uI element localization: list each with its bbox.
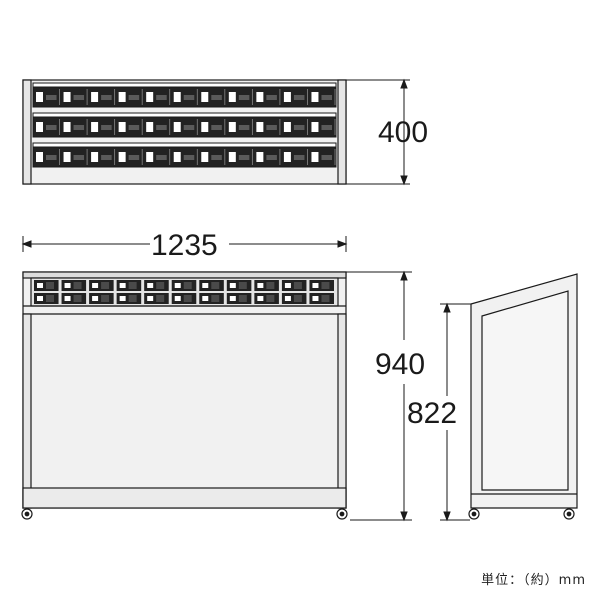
top-view-slot xyxy=(228,119,253,135)
top-view-slot xyxy=(36,89,60,105)
top-view-slot xyxy=(228,149,253,165)
top-view-slot xyxy=(173,119,198,135)
front-view-slot xyxy=(171,293,197,304)
front-view-slot xyxy=(171,280,197,291)
top-view-slot xyxy=(118,149,143,165)
top-view-slot xyxy=(201,149,226,165)
top-view-slot xyxy=(256,149,281,165)
top-view-slot xyxy=(311,119,336,135)
front-view-slot xyxy=(199,280,224,291)
top-view-slot xyxy=(283,119,308,135)
front-view-casters xyxy=(21,508,348,520)
top-view-right-end-panel xyxy=(337,79,347,185)
side-view-casters xyxy=(468,508,575,520)
front-height-dimension-label: 822 xyxy=(407,397,457,430)
top-view-slot xyxy=(63,149,88,165)
top-view-slot xyxy=(91,149,116,165)
front-view xyxy=(22,271,347,509)
width-dimension xyxy=(21,236,348,252)
front-view-slot xyxy=(144,293,169,304)
total-height-dimension xyxy=(346,270,412,522)
front-view-slot xyxy=(281,293,307,304)
front-view-slot xyxy=(199,293,224,304)
front-view-slot xyxy=(309,280,334,291)
top-view-slot xyxy=(146,119,171,135)
top-view-slot xyxy=(173,89,198,105)
top-view-slot xyxy=(91,89,116,105)
top-view-slot xyxy=(36,149,60,165)
top-view xyxy=(22,79,347,185)
front-view-slot xyxy=(34,293,59,304)
top-view-slot xyxy=(201,89,226,105)
front-view-slot xyxy=(281,280,307,291)
side-view-inner-panel xyxy=(481,290,569,491)
top-view-slot xyxy=(118,119,143,135)
front-view-left-leg xyxy=(22,313,32,509)
top-view-slot xyxy=(283,89,308,105)
front-view-slot xyxy=(226,293,252,304)
top-view-slot xyxy=(146,149,171,165)
width-dimension-label: 1235 xyxy=(151,229,218,262)
top-view-slot xyxy=(256,119,281,135)
front-view-top-rail xyxy=(22,271,347,279)
front-view-slot xyxy=(61,280,87,291)
front-view-slot xyxy=(254,293,279,304)
depth-dimension xyxy=(346,78,410,186)
top-view-slot-row xyxy=(32,82,337,108)
front-view-slot xyxy=(226,280,252,291)
top-view-slot xyxy=(283,149,308,165)
top-view-slot-rows xyxy=(32,82,337,168)
front-view-right-leg xyxy=(337,313,347,509)
top-view-slot xyxy=(36,119,60,135)
front-view-slot xyxy=(34,280,59,291)
total-height-dimension-label: 940 xyxy=(375,348,425,381)
front-view-outer-frame xyxy=(22,271,347,509)
front-view-slot xyxy=(144,280,169,291)
top-view-slot xyxy=(146,89,171,105)
front-view-slot xyxy=(309,293,334,304)
front-view-slot xyxy=(89,293,114,304)
top-view-slot xyxy=(63,119,88,135)
front-view-slot xyxy=(89,280,114,291)
unit-label: 単位：（約）mm xyxy=(481,573,586,588)
front-view-slot xyxy=(116,293,142,304)
top-view-slot xyxy=(91,119,116,135)
side-view xyxy=(470,273,578,509)
front-height-dimension xyxy=(440,302,471,522)
top-view-slot xyxy=(311,89,336,105)
top-view-slot xyxy=(173,149,198,165)
front-view-slot xyxy=(61,293,87,304)
depth-dimension-label: 400 xyxy=(378,116,428,149)
front-view-slot xyxy=(116,280,142,291)
top-view-slot xyxy=(311,149,336,165)
top-view-slot xyxy=(63,89,88,105)
top-view-slot-row xyxy=(32,142,337,168)
front-view-bottom-rail xyxy=(22,487,347,509)
top-view-slot xyxy=(201,119,226,135)
front-view-slot-grid xyxy=(34,280,334,304)
top-view-slot xyxy=(118,89,143,105)
top-view-slot xyxy=(256,89,281,105)
top-view-slot xyxy=(228,89,253,105)
top-view-slot-row xyxy=(32,112,337,138)
top-view-left-end-panel xyxy=(22,79,32,185)
front-view-slot xyxy=(254,280,279,291)
